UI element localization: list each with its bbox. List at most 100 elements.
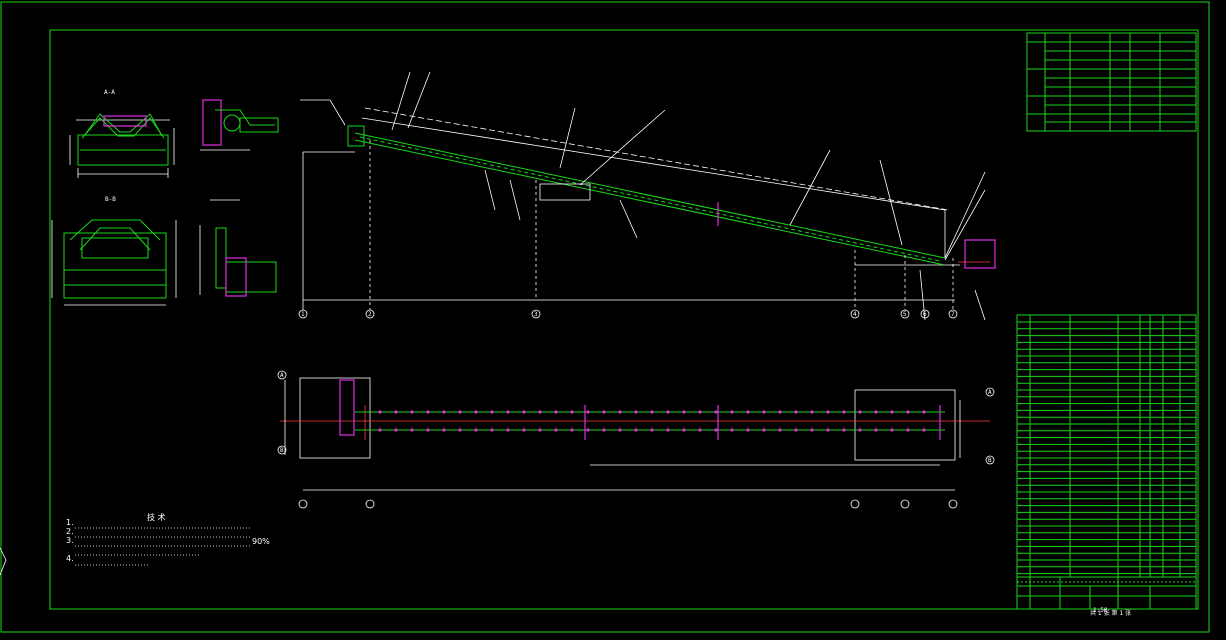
idler-mark xyxy=(922,428,926,432)
idler-mark xyxy=(554,410,558,414)
idler-mark xyxy=(906,410,910,414)
idler-mark xyxy=(826,428,830,432)
note-item: 3. xyxy=(66,536,74,545)
axis-circle xyxy=(277,445,287,455)
idler-mark xyxy=(426,410,430,414)
idler-mark xyxy=(714,410,718,414)
idler-mark xyxy=(826,410,830,414)
idler-mark xyxy=(474,410,478,414)
axis-circle xyxy=(365,309,375,319)
idler-mark xyxy=(490,428,494,432)
axis-label: 3 xyxy=(534,311,538,318)
idler-mark xyxy=(922,410,926,414)
idler-mark xyxy=(682,410,686,414)
section-a-a-label: A-A xyxy=(104,79,115,98)
axis-label: 6 xyxy=(923,311,927,318)
idler-mark xyxy=(778,410,782,414)
axis-circle xyxy=(531,309,541,319)
idler-mark xyxy=(714,428,718,432)
axis-circle xyxy=(298,499,308,509)
axis-circle xyxy=(900,309,910,319)
spec-table xyxy=(1026,32,1197,132)
slope-text: 90% xyxy=(252,537,270,546)
detail-idler-view xyxy=(199,199,277,297)
idler-mark xyxy=(618,410,622,414)
notes-header: 技 术 xyxy=(147,505,166,524)
scale-text: 1:50 xyxy=(1093,607,1108,614)
idler-mark xyxy=(618,428,622,432)
idler-mark xyxy=(762,410,766,414)
idler-mark xyxy=(650,428,654,432)
idler-mark xyxy=(650,410,654,414)
idler-mark xyxy=(586,410,590,414)
a-a-highlight xyxy=(103,115,147,127)
idler-mark xyxy=(490,410,494,414)
idler-mark xyxy=(890,410,894,414)
sheet-text: 共 1 张 第 1 张 xyxy=(1090,610,1132,617)
section-b-b-label: B-B xyxy=(105,186,116,205)
sheet-outer-border xyxy=(0,1,1210,633)
axis-circle xyxy=(850,309,860,319)
idler-mark xyxy=(794,410,798,414)
idler-mark xyxy=(410,410,414,414)
idler-mark xyxy=(778,428,782,432)
axis-label: 1 xyxy=(301,311,305,318)
idler-mark xyxy=(906,428,910,432)
idler-mark xyxy=(554,428,558,432)
scale-cell: 1:50 xyxy=(1093,597,1107,616)
idler-mark xyxy=(570,428,574,432)
idler-mark xyxy=(602,428,606,432)
idler-mark xyxy=(394,410,398,414)
notes-header-text: 技 术 xyxy=(147,513,166,522)
idler-mark xyxy=(858,428,862,432)
notes-list: 1. 2. 3. 4. xyxy=(66,518,74,563)
section-b-b-text: B-B xyxy=(105,196,116,203)
detail-bearing-view xyxy=(200,99,279,151)
axis-circle xyxy=(900,499,910,509)
drive-highlight xyxy=(964,239,996,269)
idler-mark xyxy=(762,428,766,432)
idler-mark xyxy=(634,410,638,414)
axis-label: 7 xyxy=(951,311,955,318)
section-a-a-view xyxy=(69,113,175,178)
idler-mark xyxy=(890,428,894,432)
idler-mark xyxy=(394,428,398,432)
idler-mark xyxy=(442,428,446,432)
axis-circle xyxy=(985,455,995,465)
section-a-a-text: A-A xyxy=(104,89,115,96)
note-item: 2. xyxy=(66,527,74,536)
idler-mark xyxy=(458,428,462,432)
idler-mark xyxy=(506,428,510,432)
idler-mark xyxy=(666,428,670,432)
idler-mark xyxy=(522,428,526,432)
idler-mark xyxy=(634,428,638,432)
idler-mark xyxy=(746,428,750,432)
parts-list-table xyxy=(1016,314,1197,578)
axis-circle xyxy=(850,499,860,509)
idler-mark xyxy=(378,410,382,414)
idler-mark xyxy=(538,428,542,432)
axis-circle xyxy=(948,309,958,319)
title-block xyxy=(1016,576,1197,610)
idler-mark xyxy=(698,428,702,432)
idler-mark xyxy=(426,428,430,432)
idler-mark xyxy=(410,428,414,432)
idler-mark xyxy=(842,410,846,414)
idler-mark xyxy=(874,428,878,432)
idler-mark xyxy=(730,410,734,414)
idler-mark xyxy=(682,428,686,432)
axis-label: B xyxy=(988,457,992,464)
technical-notes xyxy=(75,527,250,566)
note-item: 4. xyxy=(66,554,74,563)
idler-mark xyxy=(506,410,510,414)
idler-mark xyxy=(810,428,814,432)
drawing-frame xyxy=(49,29,1199,610)
edge-mark xyxy=(0,547,7,576)
section-b-b-view xyxy=(51,219,177,306)
idler-mark xyxy=(586,428,590,432)
idler-mark xyxy=(842,428,846,432)
